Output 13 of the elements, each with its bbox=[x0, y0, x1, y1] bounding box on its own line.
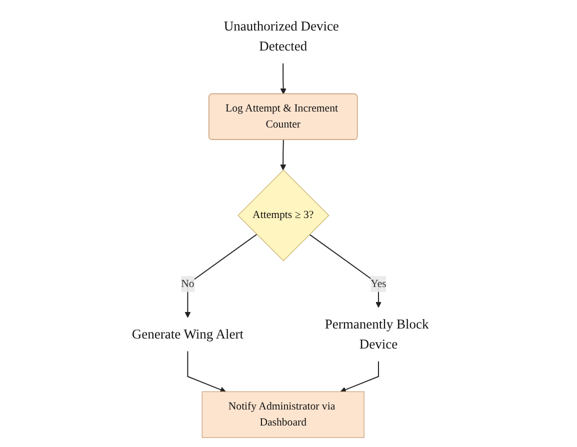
node-text: Generate Wing Alert bbox=[131, 326, 244, 342]
arrow bbox=[340, 361, 379, 392]
edge-label: No bbox=[180, 278, 194, 290]
arrow bbox=[184, 234, 257, 318]
arrow bbox=[280, 63, 286, 94]
node-diamond: Attempts ≥ 3? bbox=[237, 170, 329, 262]
node-box: Notify Administrator via Dashboard bbox=[201, 391, 364, 438]
arrow bbox=[186, 351, 226, 392]
edge-label: Yes bbox=[370, 278, 386, 290]
node-text: Unauthorized Device Detected bbox=[223, 18, 338, 54]
arrow bbox=[280, 140, 286, 170]
node-text: Permanently Block Device bbox=[324, 316, 428, 352]
arrow bbox=[308, 234, 382, 308]
